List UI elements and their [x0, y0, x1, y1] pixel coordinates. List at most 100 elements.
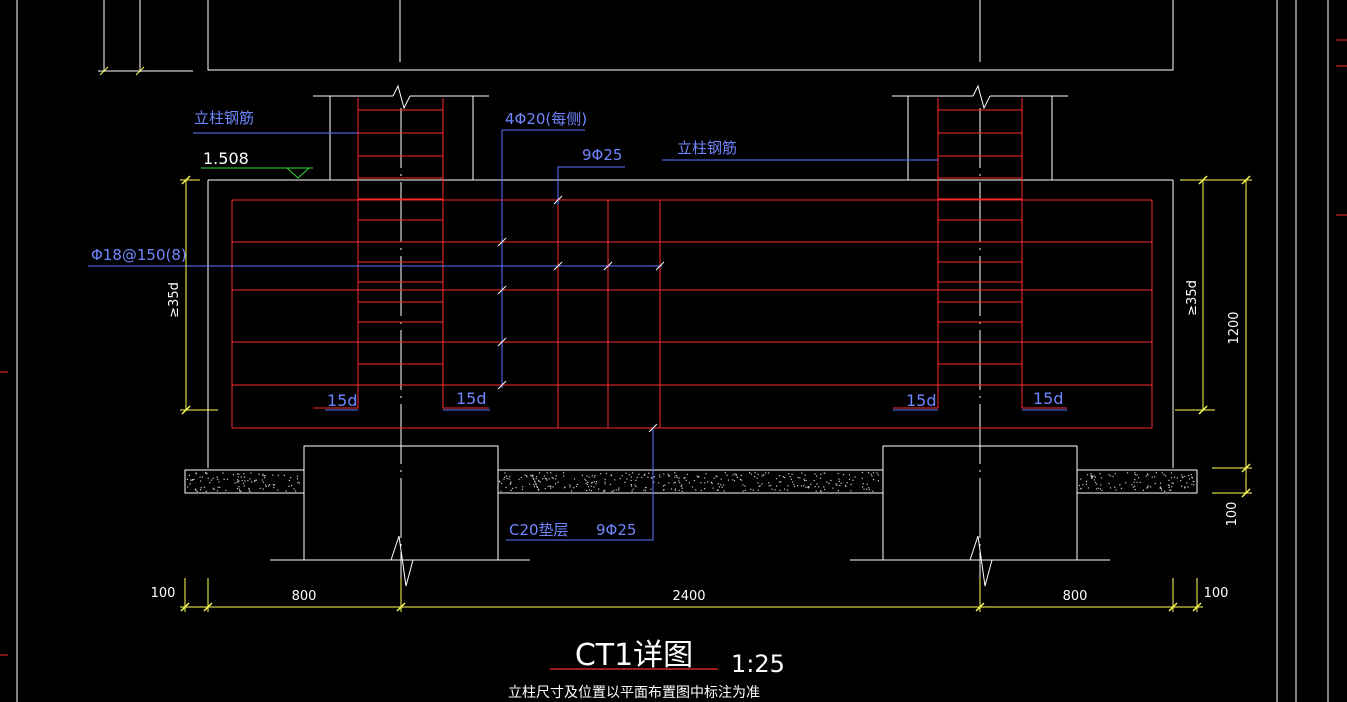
hatch-dot — [819, 477, 821, 479]
hatch-dot — [768, 472, 770, 474]
hatch-dot — [717, 489, 719, 491]
hatch-dot — [522, 486, 524, 488]
hatch-dot — [544, 477, 546, 480]
hatch-dot — [1171, 482, 1173, 484]
hatch-dot — [789, 476, 791, 478]
hatch-dot — [1086, 474, 1089, 476]
hatch-dot — [593, 476, 595, 478]
hatch-dot — [600, 473, 602, 475]
hatch-dot — [521, 488, 524, 490]
hatch-dot — [573, 478, 576, 480]
hatch-dot — [768, 485, 770, 487]
hatch-dot — [243, 485, 245, 487]
hatch-dot — [190, 479, 192, 481]
hatch-dot — [707, 481, 709, 483]
hatch-dot — [732, 479, 734, 481]
hatch-dot — [209, 482, 211, 484]
hatch-dot — [680, 485, 682, 487]
hatch-dot — [238, 473, 240, 475]
hatch-dot — [511, 487, 514, 489]
hatch-dot — [249, 490, 251, 492]
hatch-dot — [1180, 480, 1182, 482]
hatch-dot — [195, 488, 197, 490]
hatch-dot — [758, 485, 760, 487]
hatch-dot — [503, 478, 505, 480]
hatch-dot — [788, 473, 790, 475]
hatch-dot — [717, 483, 719, 485]
hatch-dot — [186, 478, 188, 480]
hatch-dot — [564, 486, 566, 488]
hatch-dot — [504, 476, 506, 478]
hatch-dot — [1133, 481, 1135, 483]
top-side-bars-label: 4Φ20(每侧) — [505, 110, 587, 128]
hatch-dot — [1134, 489, 1136, 491]
hatch-dot — [1168, 479, 1170, 481]
hatch-dot — [1168, 489, 1171, 491]
hatch-dot — [594, 474, 596, 476]
hatch-dot — [234, 482, 236, 484]
hatch-dot — [1168, 484, 1170, 486]
hatch-dot — [296, 478, 298, 480]
frame-ticks — [0, 39, 1347, 656]
hatch-dot — [791, 473, 793, 475]
hatch-dot — [268, 485, 270, 487]
hatch-dot — [552, 477, 554, 479]
hatch-dot — [1160, 487, 1162, 489]
hatch-dot — [624, 481, 626, 483]
hatch-dot — [549, 485, 551, 487]
hatch-dot — [529, 483, 531, 485]
hatch-dot — [1087, 487, 1089, 489]
hatch-dot — [787, 485, 789, 487]
hatch-dot — [742, 490, 744, 492]
hatch-dot — [674, 489, 676, 491]
hatch-dot — [850, 490, 852, 492]
hatch-dot — [593, 481, 595, 483]
hatch-dot — [506, 477, 508, 480]
hatch-dot — [712, 487, 714, 489]
hatch-dot — [1191, 477, 1193, 479]
hatch-dot — [297, 481, 299, 483]
hatch-dot — [593, 486, 595, 488]
hatch-dot — [555, 483, 557, 485]
hatch-dot — [1161, 489, 1163, 491]
hatch-dot — [238, 480, 240, 482]
dim-offset-right: 100 — [1204, 586, 1229, 601]
hatch-dot — [1147, 474, 1149, 476]
hatch-dot — [604, 481, 606, 483]
hatch-dot — [726, 474, 728, 476]
hatch-dot — [1080, 487, 1082, 489]
hatch-dot — [569, 484, 571, 486]
hatch-dot — [873, 472, 875, 474]
hatch-dot — [700, 489, 702, 492]
hatch-dot — [754, 475, 756, 478]
hatch-dot — [741, 479, 743, 481]
hatch-dot — [1154, 482, 1156, 485]
hatch-dot — [1142, 489, 1144, 491]
hatch-dot — [1114, 473, 1116, 475]
hatch-dot — [852, 479, 854, 481]
hatch-dot — [188, 474, 190, 477]
hatch-dot — [823, 472, 825, 474]
hatch-dot — [1086, 480, 1088, 482]
hatch-dot — [537, 479, 540, 481]
hatch-dot — [1150, 486, 1152, 488]
hatch-dot — [704, 488, 706, 490]
hatch-dot — [195, 473, 197, 475]
hatch-dot — [1090, 473, 1092, 475]
hatch-dot — [213, 488, 215, 490]
hatch-dot — [635, 486, 637, 488]
hatch-dot — [546, 479, 548, 481]
hatch-dot — [674, 472, 676, 474]
hatch-dot — [1097, 487, 1099, 489]
hatch-dot — [723, 490, 725, 492]
hatch-dot — [768, 482, 770, 484]
hatch-dot — [590, 485, 592, 487]
hatch-dot — [650, 488, 652, 490]
hatch-dot — [643, 474, 645, 476]
hatch-dot — [1170, 489, 1172, 491]
hatch-dot — [1101, 489, 1103, 491]
hatch-dot — [778, 475, 781, 477]
hatch-dot — [587, 481, 589, 483]
hatch-dot — [1187, 486, 1189, 488]
